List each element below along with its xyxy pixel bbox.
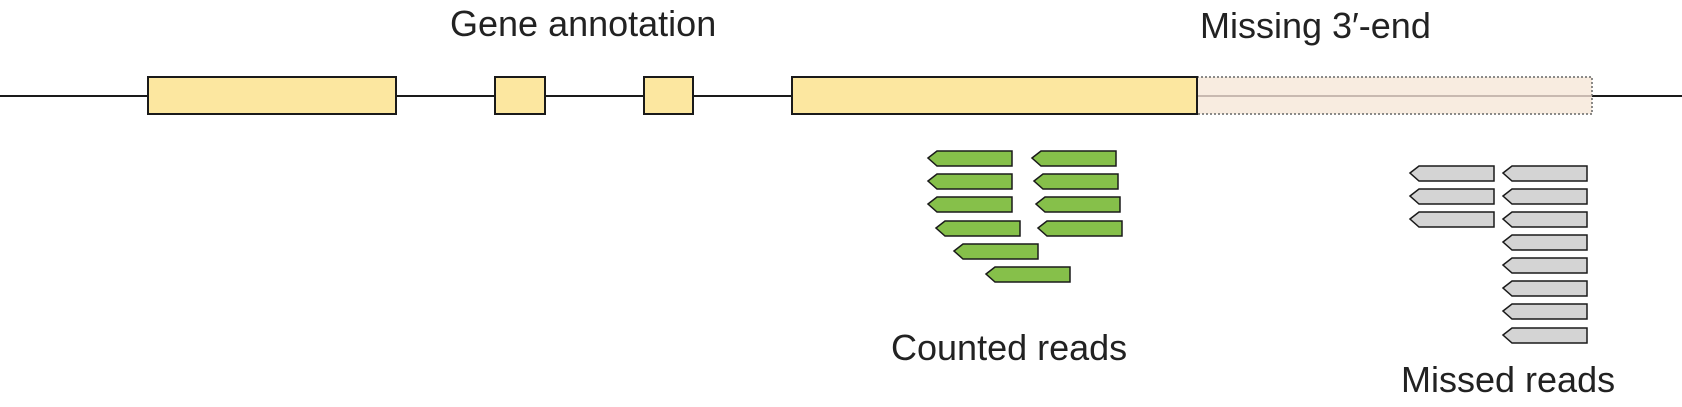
counted-reads-group bbox=[926, 150, 1123, 283]
counted-read bbox=[926, 150, 1013, 167]
counted-reads-label: Counted reads bbox=[891, 327, 1128, 368]
counted-read bbox=[1032, 173, 1119, 190]
missed-read bbox=[1501, 234, 1588, 251]
counted-read bbox=[934, 220, 1021, 237]
missed-read bbox=[1501, 303, 1588, 320]
missed-read bbox=[1408, 211, 1495, 228]
missed-read bbox=[1501, 211, 1588, 228]
counted-read bbox=[984, 266, 1071, 283]
missed-read bbox=[1501, 257, 1588, 274]
missing-3prime-region bbox=[1196, 76, 1593, 115]
exon-2 bbox=[494, 76, 546, 115]
counted-read bbox=[1034, 196, 1121, 213]
counted-read bbox=[1036, 220, 1123, 237]
missed-read bbox=[1501, 165, 1588, 182]
exon-4 bbox=[791, 76, 1198, 115]
counted-read bbox=[926, 173, 1013, 190]
missed-reads-group bbox=[1408, 165, 1588, 344]
missed-read bbox=[1501, 280, 1588, 297]
exon-3 bbox=[643, 76, 694, 115]
gene-annotation-label: Gene annotation bbox=[450, 3, 717, 44]
exon-1 bbox=[147, 76, 397, 115]
missed-read bbox=[1501, 188, 1588, 205]
exons bbox=[147, 76, 1198, 115]
counted-read bbox=[952, 243, 1039, 260]
counted-read bbox=[926, 196, 1013, 213]
missed-read bbox=[1501, 327, 1588, 344]
missed-reads-label: Missed reads bbox=[1401, 359, 1616, 400]
missed-read bbox=[1408, 165, 1495, 182]
missing-end-label: Missing 3′-end bbox=[1200, 5, 1431, 46]
missed-read bbox=[1408, 188, 1495, 205]
counted-read bbox=[1030, 150, 1117, 167]
